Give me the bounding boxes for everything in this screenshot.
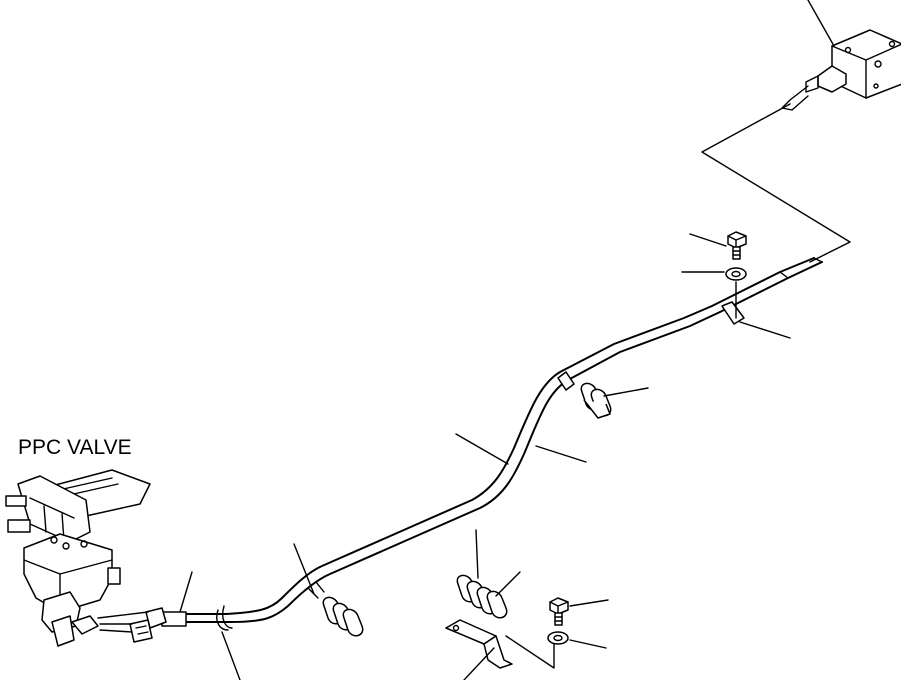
leader-line-tube-right <box>535 445 587 463</box>
leader-line-bolt-upper <box>689 233 727 247</box>
ppc-valve-label: PPC VALVE <box>18 436 132 459</box>
clip-cluster-lower <box>456 574 508 619</box>
leader-line-clamp-upper <box>739 321 791 339</box>
bolt-lower <box>549 597 569 626</box>
ppc-valve <box>5 469 151 647</box>
mounting-bracket <box>445 619 555 669</box>
leader-line-bracket <box>463 647 495 680</box>
bolt-upper <box>727 231 747 260</box>
leader-line-clip-mid <box>293 543 315 595</box>
clip-cluster-upper <box>580 382 612 419</box>
valve-block <box>781 29 901 111</box>
leader-line-clip-upper <box>603 387 649 397</box>
leader-line-clip-lower <box>495 571 521 597</box>
hose-fitting-left <box>97 607 187 643</box>
washer-lower <box>547 631 569 645</box>
leader-line-washer-lower <box>569 639 607 649</box>
leader-line-bolt-lower <box>569 599 609 607</box>
leader-line-hose-fitting <box>179 571 193 613</box>
clamp-support-line <box>475 529 479 579</box>
main-pipe-assembly <box>185 257 823 631</box>
leader-line-hose <box>221 631 241 680</box>
leader-line-tube-left <box>455 433 509 465</box>
washer-upper <box>725 267 747 281</box>
hose-centerline <box>701 103 851 263</box>
leader-line-valve-block <box>807 0 835 47</box>
clip-cluster-mid <box>322 596 364 637</box>
